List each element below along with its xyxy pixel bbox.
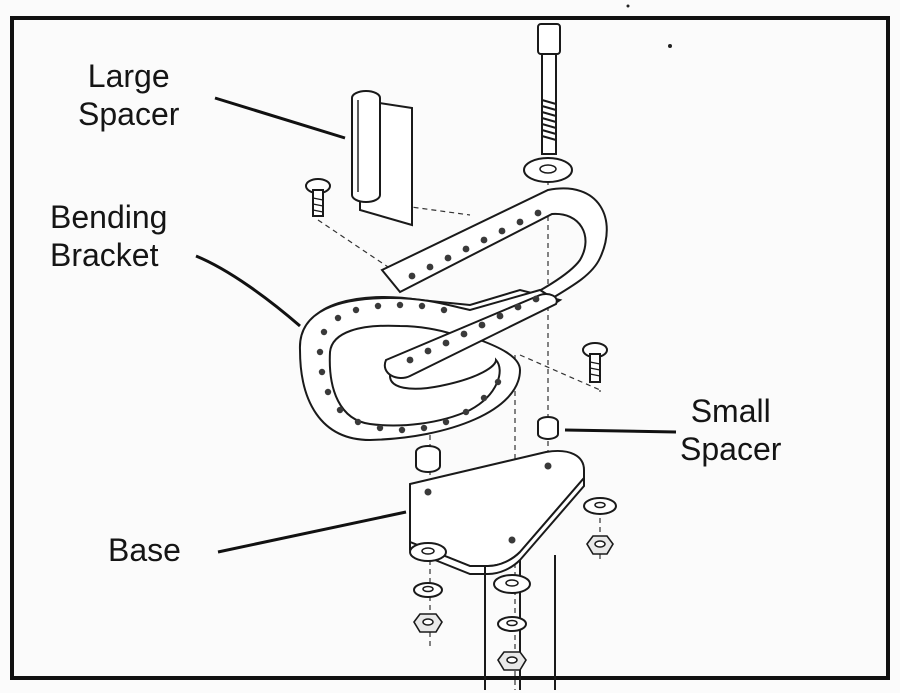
- base-part: [409, 450, 585, 690]
- label-large-spacer: Large Spacer: [78, 58, 180, 132]
- small-spacer-part: [537, 416, 559, 440]
- bending-bracket-part: [298, 187, 608, 442]
- leader-large-spacer: [214, 96, 346, 140]
- leader-small-spacer: [564, 428, 677, 434]
- large-spacer-part: [351, 90, 413, 227]
- label-base: Base: [108, 532, 181, 568]
- label-small-spacer: Small Spacer: [680, 393, 782, 467]
- washer-nut-stack-middle: [493, 574, 531, 671]
- washer-nut-stack-left: [409, 542, 447, 633]
- bolt-part: [537, 23, 561, 155]
- leader-lines: [195, 96, 677, 554]
- leader-bending-bracket: [195, 254, 301, 328]
- leader-base: [217, 510, 407, 554]
- screw-right: [582, 342, 608, 383]
- diagram-frame: [10, 16, 890, 680]
- label-bending-bracket: Bending Bracket: [50, 199, 168, 273]
- washer-top: [523, 157, 573, 183]
- screw-left: [305, 178, 331, 217]
- washer-nut-stack-right: [583, 497, 617, 555]
- small-spacer-left: [415, 445, 441, 473]
